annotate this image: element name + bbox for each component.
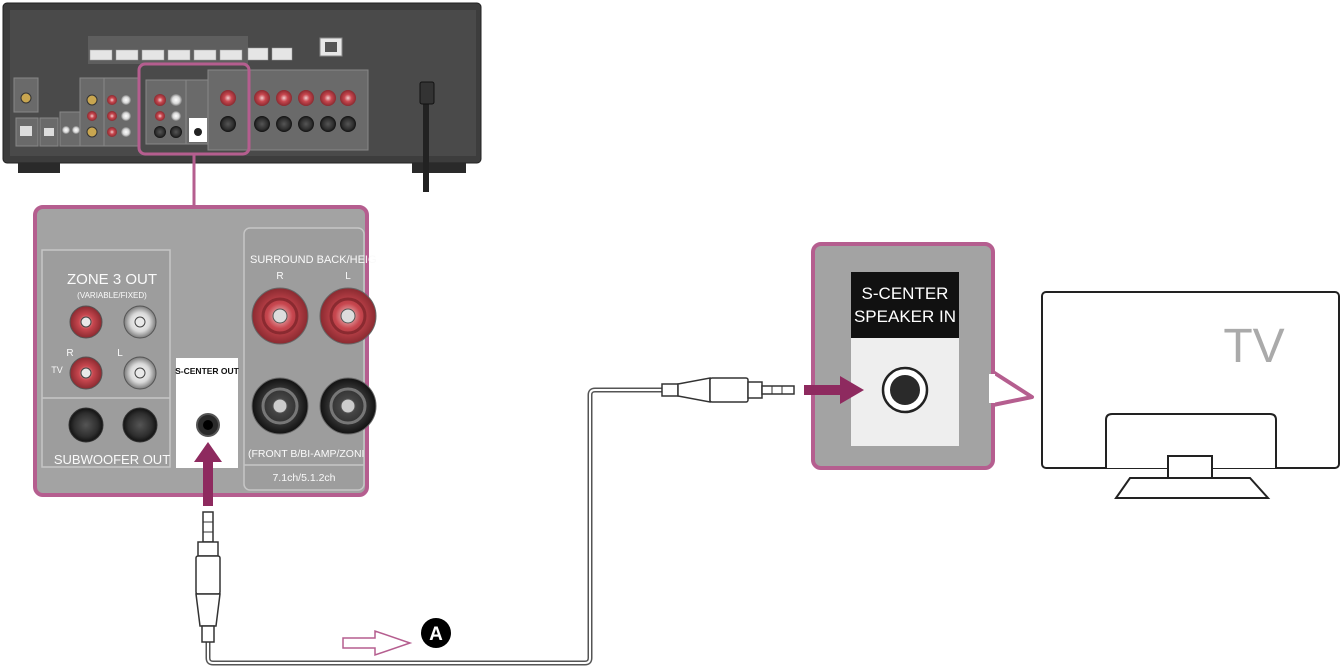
surround-left-label: L xyxy=(345,271,351,282)
surround-right-label: R xyxy=(276,271,283,282)
plug-tv-end xyxy=(661,377,795,403)
signal-direction-arrow xyxy=(342,629,413,657)
mono-mini-cable: A xyxy=(195,377,795,666)
scenter-out-label: S-CENTER OUT xyxy=(175,366,240,376)
surround-title: SURROUND BACK/HEIG xyxy=(250,254,377,266)
rear-jacks xyxy=(20,90,356,142)
tv-input-label-box xyxy=(851,272,959,338)
tv-jack-label: TV xyxy=(51,365,63,375)
front-b-label: (FRONT B/BI-AMP/ZONI xyxy=(248,448,364,460)
subwoofer-jack-1 xyxy=(68,407,104,443)
zone3-subtitle: (VARIABLE/FIXED) xyxy=(77,291,147,300)
zone3-title: ZONE 3 OUT xyxy=(67,271,157,288)
av-receiver xyxy=(2,2,482,192)
tv-label: TV xyxy=(1223,320,1284,373)
tv-input-label-line1: S-CENTER xyxy=(862,284,949,303)
zone3-left-label: L xyxy=(117,348,123,359)
tv-zoom-callout xyxy=(991,370,1034,407)
insert-arrow-receiver xyxy=(194,442,222,506)
tv-illustration: TV xyxy=(1041,291,1340,499)
insert-arrow-tv xyxy=(804,376,864,404)
tv-stand-back xyxy=(1105,413,1277,468)
receiver-highlight-box xyxy=(137,62,251,156)
cable-marker-badge xyxy=(421,618,451,648)
receiver-zoom-panel: ZONE 3 OUT (VARIABLE/FIXED) R L TV SUBWO… xyxy=(33,205,377,497)
zone3-right-label: R xyxy=(66,348,73,359)
subwoofer-jack-2 xyxy=(122,407,158,443)
channel-label: 7.1ch/5.1.2ch xyxy=(272,472,335,484)
tv-input-label-line2: SPEAKER IN xyxy=(854,307,956,326)
subwoofer-label: SUBWOOFER OUT xyxy=(54,452,170,467)
cable-marker-label: A xyxy=(429,624,443,645)
tv-input-zoom: S-CENTER SPEAKER IN xyxy=(811,242,1034,470)
tv-stand-base xyxy=(1114,477,1271,499)
plug-receiver-end xyxy=(195,511,221,643)
